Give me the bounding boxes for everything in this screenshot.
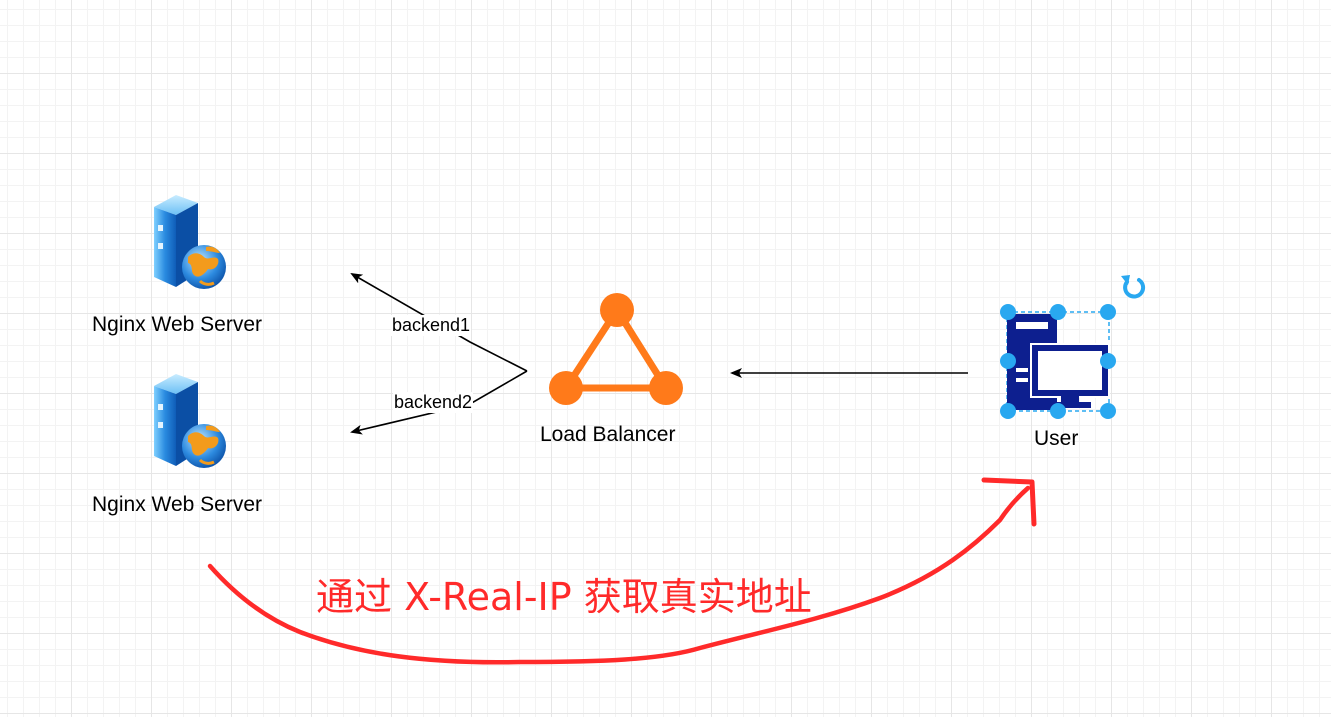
server2-label: Nginx Web Server	[92, 493, 263, 516]
user-label: User	[1034, 427, 1079, 450]
edge-label-backend1[interactable]: backend1	[391, 315, 472, 336]
edge-label-backend2[interactable]: backend2	[393, 392, 474, 413]
annotation-text: 通过 X-Real-IP 获取真实地址	[316, 575, 812, 619]
annotation-arrowhead	[981, 477, 1037, 527]
edge-backend1[interactable]	[350, 273, 528, 372]
server1-label: Nginx Web Server	[92, 313, 263, 336]
annotation-curve	[207, 485, 1031, 665]
load-balancer-label: Load Balancer	[540, 423, 676, 446]
